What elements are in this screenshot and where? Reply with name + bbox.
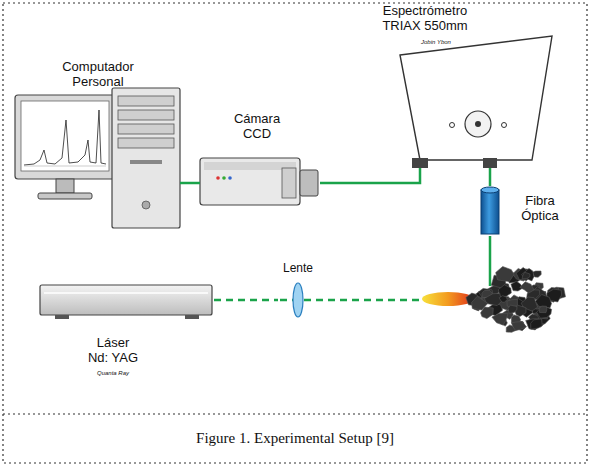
caption-divider — [3, 413, 587, 414]
laser-beam-connector — [214, 299, 278, 302]
maker-label: Quanta Ray — [83, 370, 143, 377]
figure-caption: Figure 1. Experimental Setup [9] — [0, 430, 590, 447]
fiber-connector — [320, 168, 420, 183]
fiber-node: Fibra Óptica — [476, 186, 568, 240]
coal-lump — [531, 319, 543, 329]
camera-node: Cámara CCD — [200, 112, 320, 208]
device-label: Computador Personal — [52, 60, 144, 90]
device-label: Cámara CCD — [226, 112, 288, 142]
coal-lump — [492, 313, 508, 325]
coal-lump — [522, 272, 530, 279]
fiber-line — [489, 236, 492, 286]
maker-label: Jobin Ybon — [406, 39, 466, 46]
lens-node: Lente — [278, 262, 319, 320]
coal-lump — [506, 325, 515, 332]
laser-node: Láser Nd: YAG Quanta Ray — [38, 282, 214, 386]
ccd-camera-illustration — [200, 158, 318, 205]
lens-illustration — [293, 283, 303, 317]
fiber-connector — [489, 168, 492, 186]
coal-lump — [539, 306, 547, 313]
device-label: Fibra Óptica — [514, 194, 566, 224]
dotted-frame — [3, 3, 587, 463]
coal-lump — [472, 296, 488, 310]
coal-lump — [522, 269, 535, 281]
computer-illustration — [15, 88, 180, 228]
optical-fiber-illustration — [481, 187, 499, 286]
coal-lump — [496, 267, 514, 282]
laser-illustration — [40, 285, 212, 319]
device-label: Lente — [278, 262, 318, 276]
computer-node: Computador Personal — [12, 60, 180, 230]
fiber-connector — [180, 182, 200, 185]
coal-lump — [520, 282, 534, 293]
coal-lump — [508, 305, 517, 313]
coal-sample — [466, 267, 566, 333]
spectrometer-illustration — [400, 36, 552, 168]
device-label: Láser Nd: YAG — [86, 336, 140, 366]
coal-lump — [499, 296, 507, 303]
device-label: Espectrómetro TRIAX 550mm — [368, 4, 482, 34]
spectrometer-node: Espectrómetro TRIAX 550mmJobin Ybon — [366, 2, 558, 168]
